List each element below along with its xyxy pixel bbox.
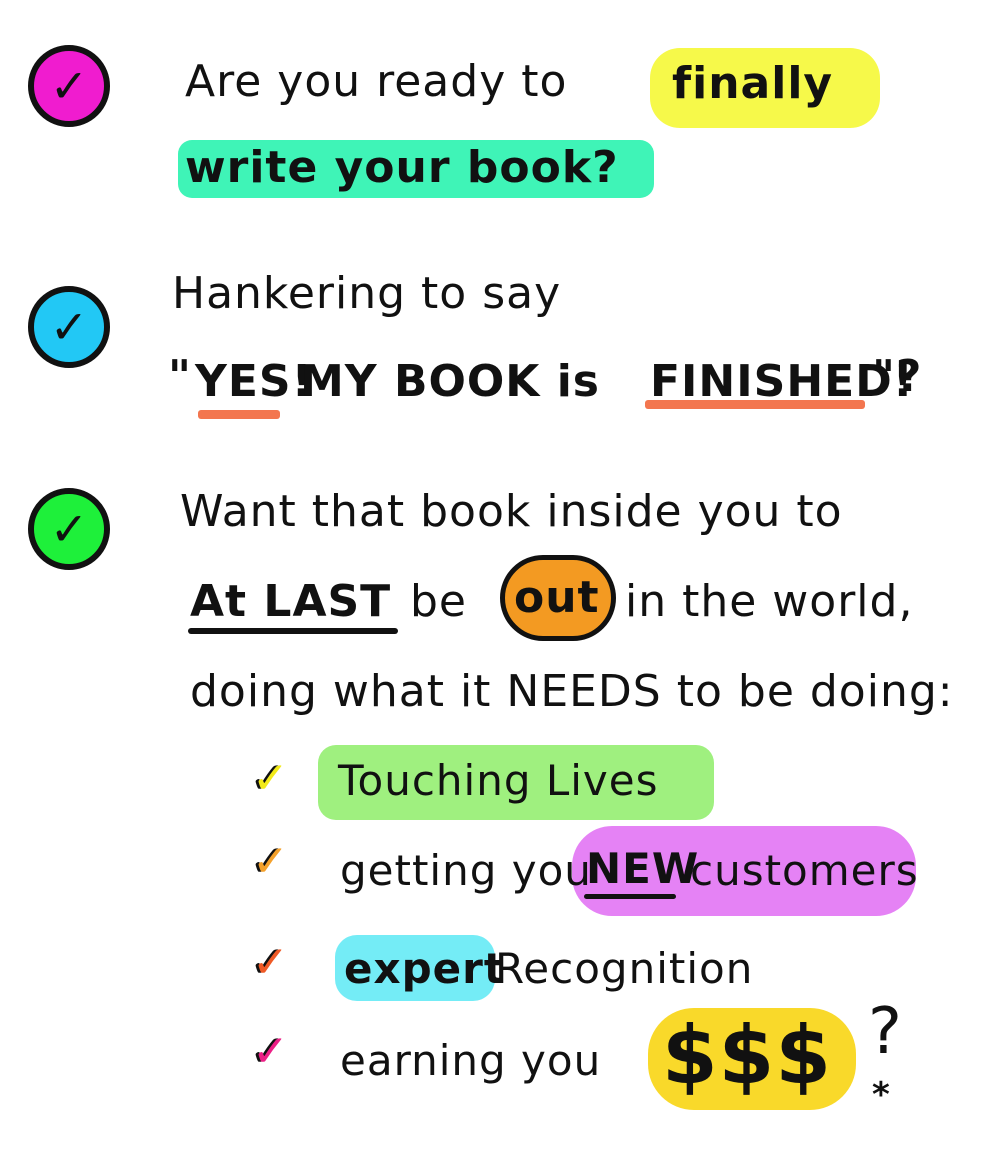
highlight-orange-circle xyxy=(500,555,616,641)
bullet-2-close-quote: "? xyxy=(872,351,923,402)
highlight-lightcyan xyxy=(335,935,495,1001)
bullet-2-yes-word: YES! xyxy=(195,356,313,407)
checkmark-icon: ✓ xyxy=(252,1026,289,1077)
subitem-3-expert: expert xyxy=(344,944,505,993)
underline-finished xyxy=(645,400,865,409)
subitem-3-recognition: Recognition xyxy=(495,944,754,993)
subitem-2-customers: customers xyxy=(690,846,919,895)
bullet-1-line-2-text: write your book? xyxy=(185,142,619,193)
subitem-4-text: earning you xyxy=(340,1036,602,1085)
checkmark-icon: ✓ xyxy=(49,502,89,556)
highlight-yellow xyxy=(650,48,880,128)
checkmark-icon: ✓ xyxy=(252,753,289,804)
checkmark-circle-magenta: ✓ xyxy=(28,45,110,127)
bullet-1-highlight-word: finally xyxy=(672,58,834,109)
underline-new xyxy=(584,894,676,899)
subitem-2-text: getting you xyxy=(340,846,592,895)
checkmark-icon: ✓ xyxy=(252,836,289,887)
bullet-2-finished-word: FINISHED! xyxy=(650,356,914,407)
subitem-2-new: NEW xyxy=(586,844,700,893)
highlight-violet xyxy=(572,826,916,916)
bullet-3-line-1-text: Want that book inside you to xyxy=(180,486,843,537)
underline-yes xyxy=(198,410,280,419)
bullet-3-line-3-text: doing what it NEEDS to be doing: xyxy=(190,666,954,717)
checkmark-circle-green: ✓ xyxy=(28,488,110,570)
checkmark-icon: ✓ xyxy=(49,59,89,113)
bullet-2-middle-text: MY BOOK is xyxy=(300,356,600,407)
highlight-gold xyxy=(648,1008,856,1110)
checkmark-icon: ✓ xyxy=(252,937,289,988)
bullet-3-out: out xyxy=(514,572,600,623)
highlight-mint xyxy=(178,140,654,198)
highlight-lightgreen xyxy=(318,745,714,820)
underline-at-last xyxy=(188,628,398,634)
subitem-1-text: Touching Lives xyxy=(338,756,659,805)
bullet-2-open-quote: " xyxy=(168,351,192,402)
checkmark-circle-cyan: ✓ xyxy=(28,286,110,368)
bullet-1-line-1-text: Are you ready to xyxy=(185,56,568,107)
bullet-2-line-1-text: Hankering to say xyxy=(172,268,562,319)
subitem-4-question: ? xyxy=(868,995,903,1069)
subitem-4-dollars: $$$ xyxy=(662,1009,832,1102)
footnote-asterisk: * xyxy=(872,1075,891,1115)
bullet-3-world: in the world, xyxy=(625,576,914,627)
bullet-3-at-last: At LAST xyxy=(190,576,392,627)
bullet-3-be: be xyxy=(410,576,467,627)
checkmark-icon: ✓ xyxy=(49,300,89,354)
